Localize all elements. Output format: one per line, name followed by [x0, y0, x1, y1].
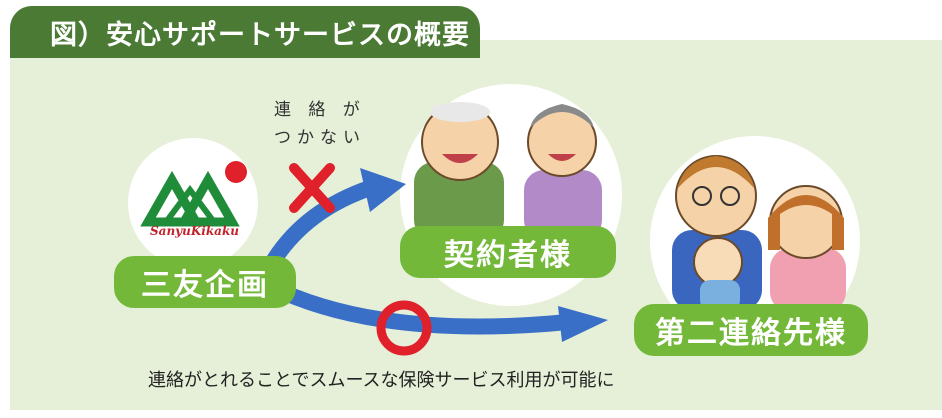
diagram-title: 図）安心サポートサービスの概要 — [10, 6, 480, 58]
diagram-title-text: 図）安心サポートサービスの概要 — [50, 19, 470, 51]
no-contact-note: 連 絡 が つかない — [274, 96, 366, 152]
circle-icon — [376, 300, 432, 356]
second-contact-illustration — [672, 155, 846, 312]
contractor-label: 契約者様 — [400, 226, 616, 278]
cross-icon — [289, 163, 335, 213]
contractor-illustration — [414, 102, 602, 240]
no-contact-note-line1: 連 絡 が — [274, 100, 366, 120]
logo-text: SanyuKikaku — [150, 224, 239, 238]
second-contact-label: 第二連絡先様 — [634, 304, 868, 356]
contact-arrows — [260, 168, 608, 342]
no-contact-note-line2: つかない — [274, 128, 366, 148]
caption: 連絡がとれることでスムースな保険サービス利用が可能に — [148, 370, 615, 391]
company-label: 三友企画 — [114, 256, 296, 308]
logo-icon — [140, 161, 247, 227]
